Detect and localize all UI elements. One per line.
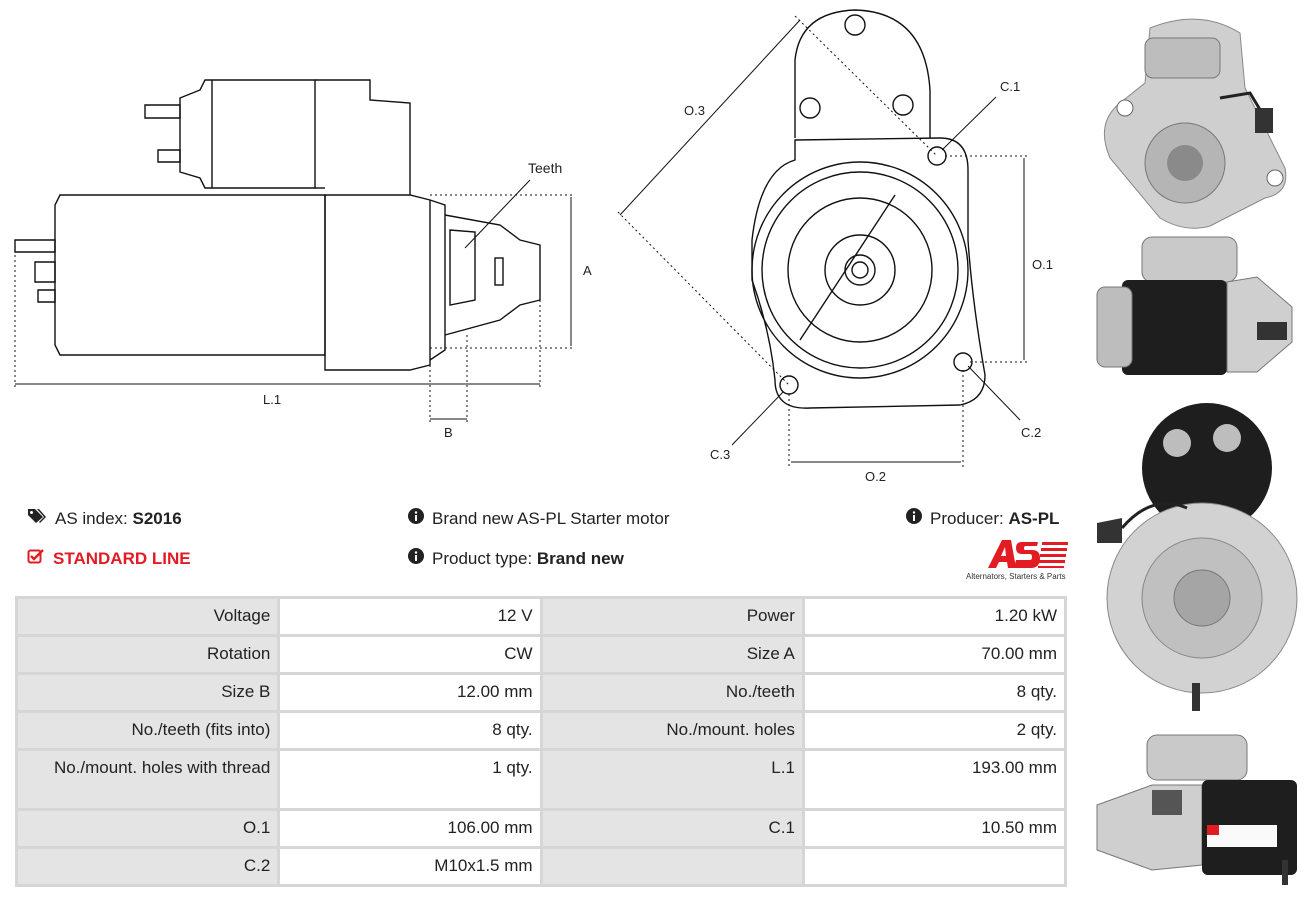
teeth-label: Teeth [528,160,562,176]
spec-label: O.1 [14,808,281,849]
as-index-label: AS index: [55,508,128,528]
starter-front-photo[interactable] [1090,8,1300,233]
starter-front-photo-icon [1103,18,1287,229]
spec-label: C.1 [539,808,805,849]
product-type: Product type: Brand new [408,548,624,569]
as-index: AS index: S2016 [27,508,182,529]
standard-line-label: STANDARD LINE [53,548,191,568]
spec-label: No./mount. holes with thread [14,748,281,811]
dim-b-label: B [444,425,453,440]
starter-rear-photo-icon [1097,403,1298,711]
spec-value: 10.50 mm [801,808,1068,849]
info-icon [906,508,922,529]
starter-side-label-photo[interactable] [1092,730,1307,890]
starter-side-photo[interactable] [1092,232,1302,392]
spec-value: 12 V [277,596,543,637]
product-type-label: Product type: [432,548,533,568]
spec-value: 8 qty. [277,710,543,751]
as-index-value: S2016 [132,508,182,528]
producer: Producer: AS-PL [906,508,1059,529]
info-icon [408,548,424,569]
spec-label: No./mount. holes [539,710,805,751]
spec-value: 106.00 mm [277,808,543,849]
producer-value: AS-PL [1008,508,1060,528]
as-logo-icon [988,540,1068,568]
starter-side-label-photo-icon [1096,734,1297,885]
description: Brand new AS-PL Starter motor [408,508,669,529]
standard-line: STANDARD LINE [27,548,191,569]
spec-label: Size B [14,672,281,713]
dim-c2-label: C.2 [1021,425,1041,440]
dim-l1-label: L.1 [263,392,281,407]
dim-o3-label: O.3 [684,103,705,118]
spec-label: Voltage [14,596,281,637]
product-type-value: Brand new [536,548,624,568]
table-row: No./teeth (fits into)8 qty.No./mount. ho… [14,710,1068,751]
spec-label: Rotation [14,634,281,675]
spec-value: M10x1.5 mm [277,846,543,887]
technical-drawing: Teeth A L.1 B O.3 C.1 O.1 C.2 [14,9,1053,484]
spec-label: C.2 [14,846,281,887]
dim-o2-label: O.2 [865,469,886,484]
as-pl-logo[interactable]: Alternators, Starters & Parts [962,538,1068,584]
info-icon [408,508,424,529]
spec-value: 193.00 mm [801,748,1068,811]
dim-c3-label: C.3 [710,447,730,462]
starter-rear-photo[interactable] [1092,398,1307,716]
spec-value: 8 qty. [801,672,1068,713]
spec-value: 1 qty. [277,748,543,811]
spec-label: Power [539,596,805,637]
checkbox-icon [27,548,45,569]
tags-icon [27,508,47,529]
dim-c1-label: C.1 [1000,79,1020,94]
spec-label: No./teeth (fits into) [14,710,281,751]
description-text: Brand new AS-PL Starter motor [432,508,670,528]
spec-value: 70.00 mm [801,634,1068,675]
spec-value [801,846,1068,887]
logo-tagline: Alternators, Starters & Parts [966,572,1066,581]
spec-value: 12.00 mm [277,672,543,713]
producer-label: Producer: [930,508,1004,528]
starter-side-photo-icon [1096,236,1293,375]
spec-value: CW [277,634,543,675]
spec-label: No./teeth [539,672,805,713]
spec-label [539,846,805,887]
dim-a-label: A [583,263,592,278]
spec-label: L.1 [539,748,805,811]
spec-value: 2 qty. [801,710,1068,751]
spec-label: Size A [539,634,805,675]
spec-value: 1.20 kW [801,596,1068,637]
dim-o1-label: O.1 [1032,257,1053,272]
